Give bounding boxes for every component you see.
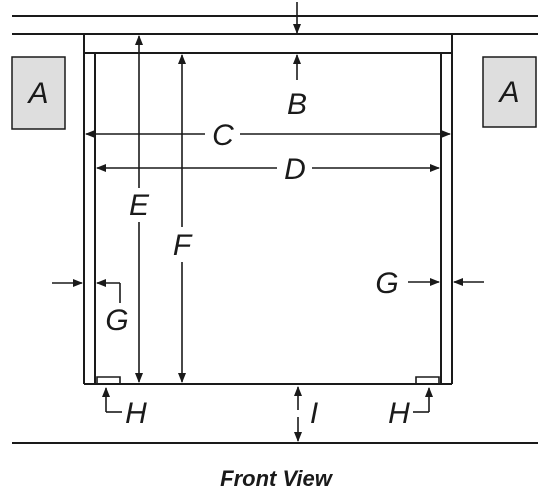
label-e: E — [129, 189, 150, 222]
dimension-d: D — [96, 153, 440, 186]
dimension-h-right: H — [388, 387, 433, 430]
diagram-caption: Front View — [220, 466, 334, 491]
countertop-lines — [12, 15, 538, 35]
dimension-c: C — [85, 119, 451, 152]
label-i: I — [310, 397, 318, 430]
dimension-g-left: G — [52, 279, 129, 337]
dimension-f: F — [173, 54, 193, 383]
label-h-right: H — [388, 397, 410, 430]
label-f: F — [173, 229, 193, 262]
label-d: D — [284, 153, 306, 186]
foot-right — [415, 376, 440, 384]
label-g-right: G — [375, 267, 398, 300]
dimension-h-left: H — [102, 387, 147, 430]
dimension-g-right: G — [375, 267, 484, 300]
cabinet-left-label: A — [26, 77, 48, 110]
cabinet-right-label: A — [497, 76, 519, 109]
cabinet-right: A — [482, 56, 537, 128]
label-g-left: G — [105, 304, 128, 337]
label-b: B — [287, 88, 307, 121]
dimension-i: I — [294, 386, 318, 442]
foot-left — [96, 376, 121, 384]
cabinet-left: A — [11, 56, 66, 130]
cutout-opening — [83, 33, 453, 385]
dimension-b: B — [287, 2, 307, 121]
label-h-left: H — [125, 397, 147, 430]
label-c: C — [212, 119, 234, 152]
dimension-e: E — [129, 35, 150, 383]
